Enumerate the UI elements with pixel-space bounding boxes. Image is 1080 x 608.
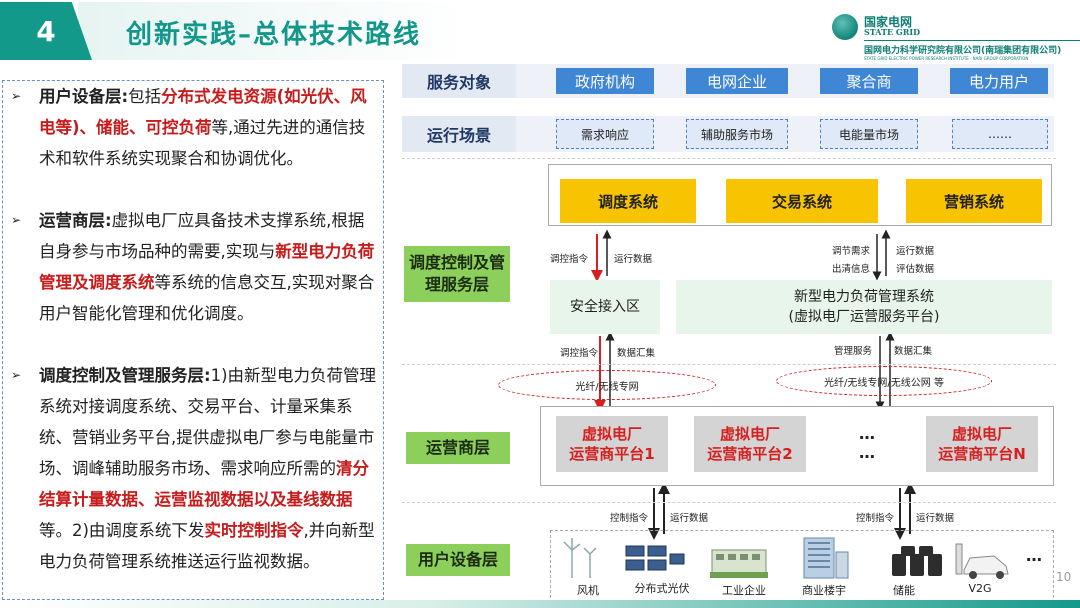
institute-name-en: STATE GRID ELECTRIC POWER RESEARCH INSTI… <box>864 56 1029 61</box>
arrow-bullet-icon: ➢ <box>11 368 22 382</box>
para-heading: 用户设备层: <box>39 87 129 106</box>
vpp-line2: 运营商平台1 <box>569 445 655 463</box>
para-text: 1)由新型电力负荷管理系统对接调度系统、交易平台、计量采集系统、营销业务平台,提… <box>39 366 377 478</box>
separator-line <box>402 502 1056 503</box>
vpp-line1: 虚拟电厂 <box>719 425 780 443</box>
architecture-diagram: 服务对象 政府机构 电网企业 聚合商 电力用户 运行场景 需求响应 辅助服务市场… <box>396 62 1080 608</box>
load-management-system: 新型电力负荷管理系统 (虚拟电厂运营服务平台) <box>676 280 1052 334</box>
para-heading: 调度控制及管理服务层: <box>39 366 211 385</box>
paragraph-user-layer: ➢ 用户设备层:包括分布式发电资源(如光伏、风电等)、储能、可控负荷等,通过先进… <box>11 81 377 174</box>
separator-line <box>402 158 1056 159</box>
service-item-grid-company: 电网企业 <box>686 68 788 94</box>
label-ctrl-bottom-left: 控制指令 <box>610 513 649 524</box>
para-heading: 运营商层: <box>39 211 112 230</box>
label-manage-service: 管理服务 <box>834 346 873 357</box>
footer-strip <box>0 600 1080 608</box>
label-run-data: 运行数据 <box>614 254 653 265</box>
load-mgmt-line1: 新型电力负荷管理系统 <box>794 289 934 305</box>
dispatch-system: 调度系统 <box>560 179 696 223</box>
para-highlight: 新型电力负荷管理及调度系统 <box>39 242 375 292</box>
wind-turbine-icon <box>563 538 597 578</box>
service-item-aggregator: 聚合商 <box>820 68 918 94</box>
arrow-bullet-icon: ➢ <box>11 89 22 103</box>
device-label-storage: 储能 <box>893 584 915 597</box>
globe-icon <box>832 14 858 40</box>
scene-ancillary-market: 辅助服务市场 <box>686 119 788 149</box>
load-mgmt-line2: (虚拟电厂运营服务平台) <box>788 309 940 325</box>
vpp-line1: 虚拟电厂 <box>581 425 642 443</box>
trading-system: 交易系统 <box>726 179 878 223</box>
vpp-line2: 运营商平台2 <box>707 445 793 463</box>
vpp-more-dots: …… <box>859 424 875 462</box>
vpp-line1: 虚拟电厂 <box>951 425 1012 443</box>
para-text: 虚拟电厂应具备技术支撑系统,根据自身参与市场品种的需要,实现与 <box>39 211 365 261</box>
vpp-platform-n: 虚拟电厂 运营商平台N <box>926 416 1038 472</box>
para-text: 包括 <box>128 87 162 106</box>
arrow-bullet-icon: ➢ <box>11 213 22 227</box>
label-ctrl-bottom-right: 控制指令 <box>856 513 895 524</box>
page-number: 10 <box>1056 570 1072 584</box>
label-data-collect-right: 数据汇集 <box>894 346 933 357</box>
para-highlight: 分布式发电资源(如光伏、风电等)、储能、可控负荷 <box>39 87 367 137</box>
operator-layer-label: 运营商层 <box>406 432 510 464</box>
logo-cn-text: 国家电网 <box>864 15 913 29</box>
network-ellipse-right: 光纤/无线专网/无线公网 等 <box>776 366 992 396</box>
paragraph-operator-layer: ➢ 运营商层:虚拟电厂应具备技术支撑系统,根据自身参与市场品种的需要,实现与新型… <box>11 205 377 329</box>
label-data-collect-mid: 数据汇集 <box>617 348 656 359</box>
label-adjust-demand: 调节需求 <box>832 246 871 257</box>
separator-line <box>402 364 1056 365</box>
device-label-v2g: V2G <box>968 582 992 595</box>
service-object-label: 服务对象 <box>402 64 516 98</box>
label-clearing-info: 出清信息 <box>832 264 871 275</box>
vpp-platform-1: 虚拟电厂 运营商平台1 <box>556 416 668 472</box>
dispatch-layer-label: 调度控制及管理服务层 <box>404 246 510 302</box>
device-label-solar: 分布式光伏 <box>634 582 690 595</box>
label-run-data-right: 运行数据 <box>896 246 935 257</box>
ev-car-icon <box>955 543 1009 579</box>
state-grid-logo: 国家电网 STATE GRID 国网电力科学研究院有限公司(南瑞集团有限公司) … <box>832 10 1080 61</box>
secure-access-zone: 安全接入区 <box>550 280 660 334</box>
logo-divider <box>864 40 1080 41</box>
user-layer-label: 用户设备层 <box>406 544 510 576</box>
label-control-cmd: 调控指令 <box>550 254 589 265</box>
device-more-dots: … <box>1026 546 1042 565</box>
para-text: 等。2)由调度系统下发 <box>39 521 205 540</box>
device-label-commercial: 商业楼宇 <box>802 584 846 597</box>
label-data-bottom-right: 运行数据 <box>916 513 955 524</box>
para-text: 等系统的信息交互,实现对聚合用户智能化管理和优化调度。 <box>39 273 375 323</box>
label-eval-data: 评估数据 <box>896 264 935 275</box>
battery-storage-icon <box>892 546 942 576</box>
device-label-wind: 风机 <box>577 584 599 597</box>
paragraph-dispatch-layer: ➢ 调度控制及管理服务层:1)由新型电力负荷管理系统对接调度系统、交易平台、计量… <box>11 360 377 577</box>
vpp-line2: 运营商平台N <box>938 445 1026 463</box>
service-item-government: 政府机构 <box>556 68 654 94</box>
service-item-power-user: 电力用户 <box>950 68 1048 94</box>
para-highlight: 实时控制指令 <box>204 521 304 540</box>
institute-name: 国网电力科学研究院有限公司(南瑞集团有限公司) <box>864 46 1062 56</box>
vpp-platform-2: 虚拟电厂 运营商平台2 <box>694 416 806 472</box>
building-icon <box>803 537 849 579</box>
page-title: 创新实践–总体技术路线 <box>126 20 422 50</box>
description-panel: ➢ 用户设备层:包括分布式发电资源(如光伏、风电等)、储能、可控负荷等,通过先进… <box>2 80 384 600</box>
label-data-bottom-left: 运行数据 <box>670 513 709 524</box>
arrow-layer <box>591 229 916 540</box>
para-highlight: 清分结算计量数据、运营监视数据以及基线数据 <box>39 459 369 509</box>
label-control-cmd-mid: 调控指令 <box>560 348 599 359</box>
scene-demand-response: 需求响应 <box>556 119 654 149</box>
logo-en-text: STATE GRID <box>864 27 921 37</box>
device-icons <box>563 537 1009 579</box>
para-text: 等,通过先进的通信技术和软件系统实现聚合和协调优化。 <box>39 118 366 168</box>
factory-icon <box>710 549 768 578</box>
device-label-industry: 工业企业 <box>722 584 766 597</box>
network-ellipse-left: 光纤/无线专网 <box>498 370 716 400</box>
solar-panel-icon <box>625 545 685 571</box>
para-text: ,并向新型电力负荷管理系统推送运行监视数据。 <box>39 521 375 571</box>
scene-energy-market: 电能量市场 <box>820 119 918 149</box>
title-background <box>78 2 468 60</box>
scene-label: 运行场景 <box>402 116 516 152</box>
scene-more: …… <box>952 119 1048 149</box>
marketing-system: 营销系统 <box>906 179 1042 223</box>
